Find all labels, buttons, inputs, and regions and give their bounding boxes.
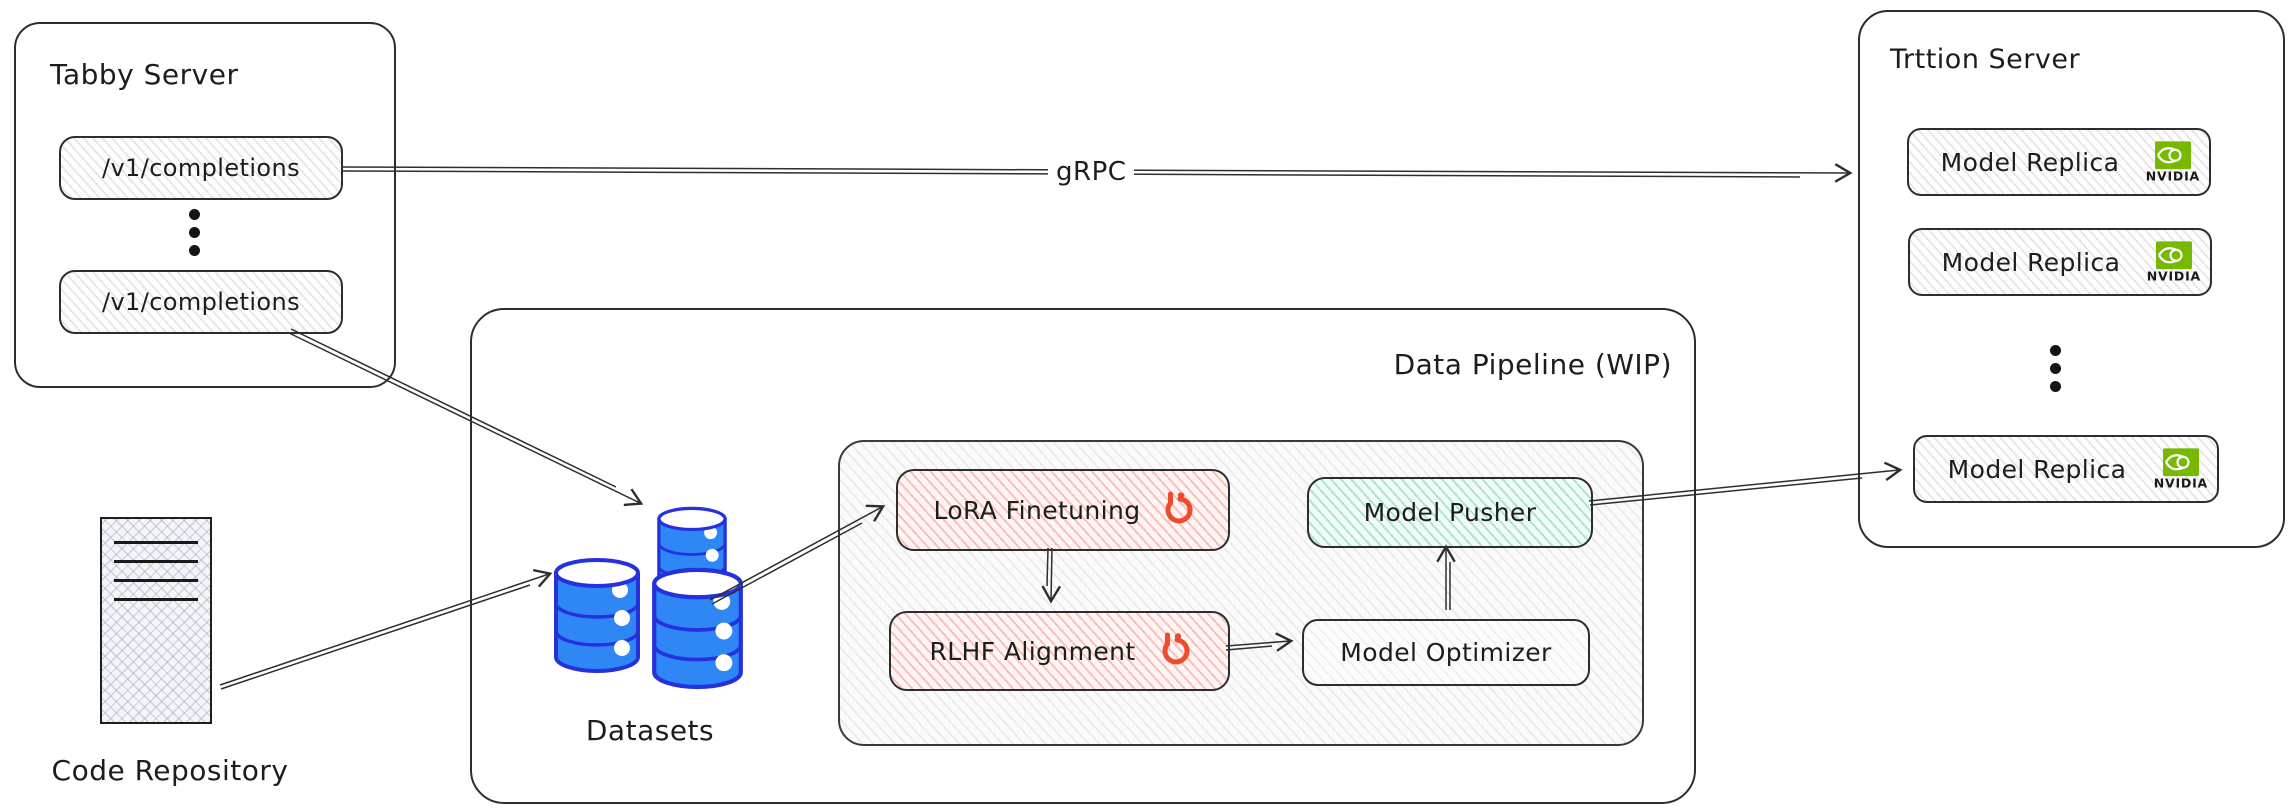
tabby-server-title: Tabby Server: [50, 58, 239, 91]
model-replica-label: Model Replica: [1940, 147, 2120, 177]
model-replica-node: Model Replica NVIDIA: [1908, 228, 2212, 296]
datasets-label: Datasets: [585, 714, 715, 747]
tabby-server-box: Tabby Server /v1/completions /v1/complet…: [14, 22, 396, 388]
nvidia-eye-icon: [2162, 448, 2199, 477]
pytorch-flame-icon: [1165, 491, 1193, 524]
lora-finetuning-label: LoRA Finetuning: [933, 495, 1141, 525]
model-replica-node: Model Replica NVIDIA: [1907, 128, 2211, 196]
model-pusher-label: Model Pusher: [1363, 498, 1537, 527]
pipeline-inner-panel: LoRA Finetuning RLHF Alignment Model Pus…: [838, 440, 1644, 746]
model-replica-node: Model Replica NVIDIA: [1913, 435, 2219, 503]
model-optimizer-label: Model Optimizer: [1340, 638, 1552, 667]
model-replica-label: Model Replica: [1941, 247, 2121, 277]
code-repository-label: Code Repository: [51, 754, 289, 787]
endpoint-label: /v1/completions: [101, 288, 301, 316]
nvidia-eye-icon: [2154, 141, 2191, 170]
endpoint-label: /v1/completions: [101, 154, 301, 182]
nvidia-wordmark: NVIDIA: [2146, 268, 2201, 284]
triton-server-box: Trttion Server Model Replica NVIDIA Mode…: [1858, 10, 2285, 548]
nvidia-wordmark: NVIDIA: [2145, 168, 2200, 184]
nvidia-logo: NVIDIA: [2154, 448, 2208, 490]
nvidia-eye-icon: [2155, 241, 2192, 270]
vertical-ellipsis-icon: [184, 202, 204, 256]
triton-server-title: Trttion Server: [1890, 44, 2081, 75]
data-pipeline-title: Data Pipeline (WIP): [1393, 348, 1672, 381]
code-repository-icon: [100, 517, 212, 724]
grpc-arrow-label: gRPC: [1048, 156, 1135, 188]
pytorch-flame-icon: [1162, 632, 1190, 665]
nvidia-logo: NVIDIA: [2147, 241, 2201, 283]
rlhf-alignment-label: RLHF Alignment: [929, 636, 1136, 666]
vertical-ellipsis-icon: [2045, 338, 2065, 392]
rlhf-alignment-node: RLHF Alignment: [889, 611, 1230, 691]
endpoint-node: /v1/completions: [59, 270, 343, 334]
nvidia-logo: NVIDIA: [2146, 141, 2200, 183]
endpoint-node: /v1/completions: [59, 136, 343, 200]
model-optimizer-node: Model Optimizer: [1302, 619, 1590, 686]
nvidia-wordmark: NVIDIA: [2153, 475, 2208, 491]
lora-finetuning-node: LoRA Finetuning: [896, 469, 1230, 551]
model-pusher-node: Model Pusher: [1307, 477, 1593, 548]
model-replica-label: Model Replica: [1947, 454, 2127, 484]
